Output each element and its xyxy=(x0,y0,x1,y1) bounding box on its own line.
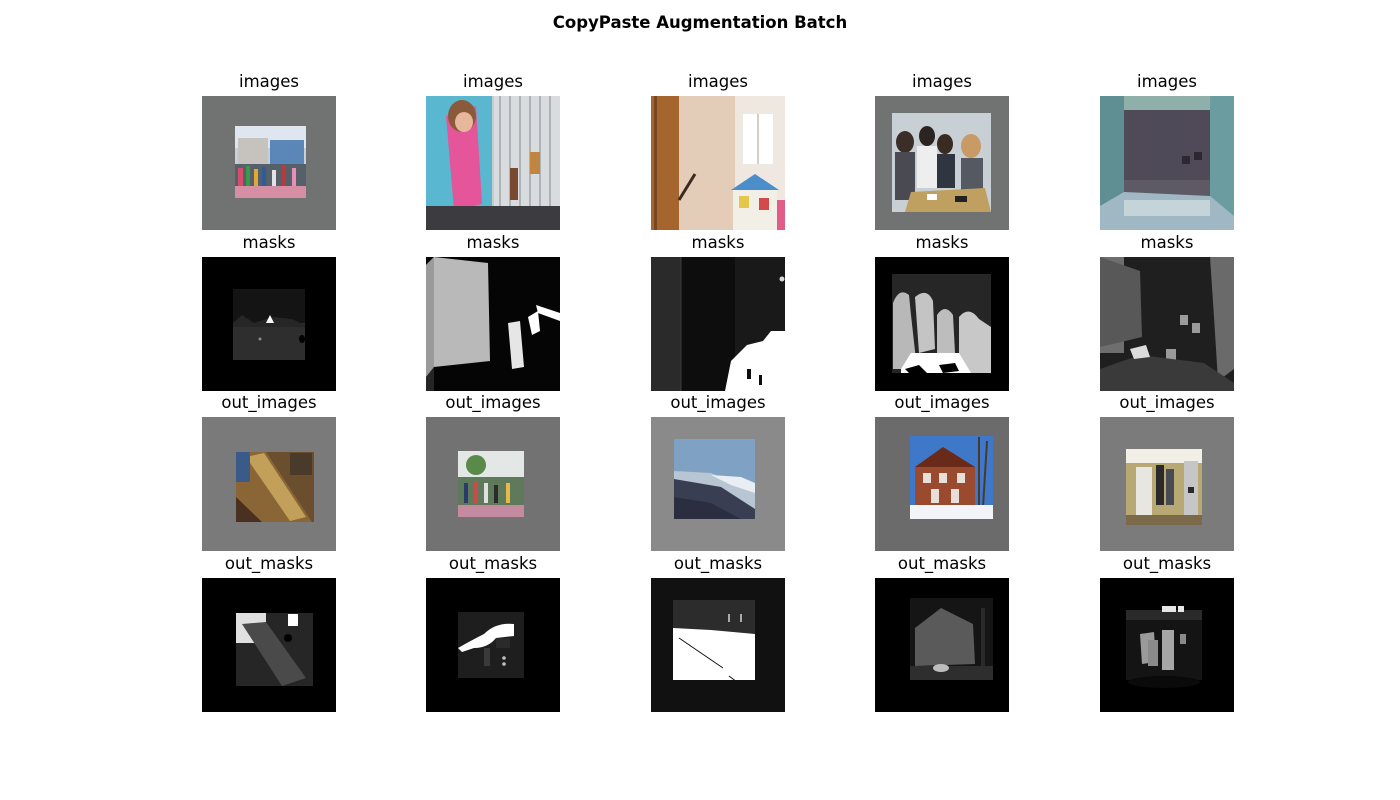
panel-title: masks xyxy=(466,233,520,252)
panel-out-images-4: out_images xyxy=(875,393,1009,551)
panel-out-masks-4: out_masks xyxy=(875,554,1009,712)
panel-title: images xyxy=(239,72,299,91)
mask-bedroom-thumbnail xyxy=(1100,257,1234,391)
panel-masks-3: masks xyxy=(651,233,785,391)
panel-images-2: images xyxy=(426,72,560,230)
panel-title: masks xyxy=(915,233,969,252)
panel-out-images-2: out_images xyxy=(426,393,560,551)
bedroom-thumbnail xyxy=(1100,96,1234,230)
outmask-house-thumbnail xyxy=(875,578,1009,712)
panel-title: out_masks xyxy=(1122,554,1212,573)
panel-masks-4: masks xyxy=(875,233,1009,391)
panel-title: out_images xyxy=(1119,393,1215,412)
street-crowd-thumbnail xyxy=(426,417,560,551)
panel-title: out_images xyxy=(894,393,990,412)
outmask-crowd-thumbnail xyxy=(426,578,560,712)
panel-images-4: images xyxy=(875,72,1009,230)
panel-title: images xyxy=(1137,72,1197,91)
panel-title: out_masks xyxy=(673,554,763,573)
billboard-building-thumbnail xyxy=(426,96,560,230)
snowy-slope-thumbnail xyxy=(651,417,785,551)
panel-masks-1: masks xyxy=(202,233,336,391)
brick-house-thumbnail xyxy=(875,417,1009,551)
mask-people-thumbnail xyxy=(875,257,1009,391)
room-wall-thumbnail xyxy=(651,96,785,230)
street-scene-thumbnail xyxy=(202,96,336,230)
panel-title: images xyxy=(912,72,972,91)
panel-out-masks-1: out_masks xyxy=(202,554,336,712)
mask-street-thumbnail xyxy=(202,257,336,391)
panel-out-images-5: out_images xyxy=(1100,393,1234,551)
panel-out-masks-2: out_masks xyxy=(426,554,560,712)
panel-out-images-1: out_images xyxy=(202,393,336,551)
panel-title: out_images xyxy=(221,393,317,412)
mask-billboard-thumbnail xyxy=(426,257,560,391)
figure-title: CopyPaste Augmentation Batch xyxy=(552,13,848,32)
panel-title: masks xyxy=(242,233,296,252)
panel-out-masks-3: out_masks xyxy=(651,554,785,712)
panel-out-masks-5: out_masks xyxy=(1100,554,1234,712)
outmask-boat-thumbnail xyxy=(202,578,336,712)
panel-masks-5: masks xyxy=(1100,233,1234,391)
panel-title: masks xyxy=(1140,233,1194,252)
panel-title: images xyxy=(688,72,748,91)
kitchen-shelf-thumbnail xyxy=(1100,417,1234,551)
panel-title: masks xyxy=(691,233,745,252)
panel-title: out_masks xyxy=(448,554,538,573)
panel-title: out_masks xyxy=(897,554,987,573)
panel-images-5: images xyxy=(1100,72,1234,230)
outmask-kitchen-thumbnail xyxy=(1100,578,1234,712)
outmask-slope-thumbnail xyxy=(651,578,785,712)
panel-images-1: images xyxy=(202,72,336,230)
panel-out-images-3: out_images xyxy=(651,393,785,551)
panel-images-3: images xyxy=(651,72,785,230)
boat-deck-thumbnail xyxy=(202,417,336,551)
panel-masks-2: masks xyxy=(426,233,560,391)
group-people-thumbnail xyxy=(875,96,1009,230)
mask-room-thumbnail xyxy=(651,257,785,391)
panel-title: out_images xyxy=(445,393,541,412)
panel-title: out_images xyxy=(670,393,766,412)
panel-title: images xyxy=(463,72,523,91)
panel-title: out_masks xyxy=(224,554,314,573)
